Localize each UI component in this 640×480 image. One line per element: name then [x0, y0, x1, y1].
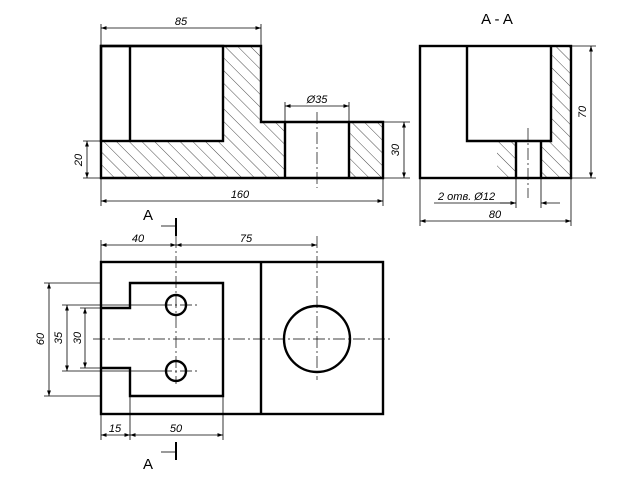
front-section-hatch-right: [349, 122, 383, 178]
dim-label-75: 75: [240, 233, 253, 245]
dim-label-80: 80: [489, 209, 502, 221]
dim-label-60: 60: [35, 332, 47, 345]
dim-label-20: 20: [73, 153, 85, 167]
dim-label-30-left: 30: [72, 331, 84, 344]
dim-label-holes: 2 отв. Ø12: [437, 191, 495, 203]
top-pocket-outline: [101, 281, 225, 398]
dim-label-40: 40: [132, 233, 145, 245]
dim-label-15: 15: [109, 423, 122, 435]
front-view: 85 Ø35 20 30 160: [73, 16, 410, 206]
dim-label-d35: Ø35: [306, 94, 329, 106]
dim-label-50: 50: [170, 423, 183, 435]
front-inner-pocket: [99, 44, 225, 143]
dim-label-160: 160: [231, 189, 250, 201]
dim-label-35: 35: [53, 331, 65, 344]
section-hatch-right: [541, 46, 571, 178]
section-outline: [418, 44, 573, 180]
top-view: A A 40 75 60 35 30 15 50: [35, 207, 392, 473]
dim-label-85: 85: [175, 16, 188, 28]
section-hatch-bottom: [497, 141, 516, 178]
section-title: A - A: [481, 11, 513, 28]
section-marker-top: A: [143, 207, 153, 224]
section-view: A - A 70 2 отв. Ø12 80: [418, 11, 596, 226]
section-marker-bottom: A: [143, 456, 153, 473]
front-section-hatch-left: [101, 46, 285, 178]
section-inner-pocket: [465, 46, 553, 143]
top-outline: [99, 260, 385, 416]
dim-label-70: 70: [577, 105, 589, 118]
dim-label-30: 30: [390, 143, 402, 156]
